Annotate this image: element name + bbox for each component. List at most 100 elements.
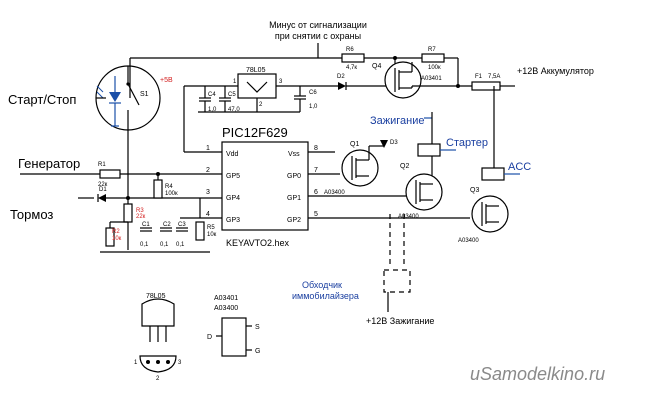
pin-8-name: Vss (288, 151, 300, 158)
mcu-name: PIC12F629 (222, 125, 288, 140)
accum-label: +12В Аккумулятор (517, 66, 594, 76)
pin-6-name: GP1 (287, 195, 301, 202)
q1-label: Q1 (350, 141, 359, 148)
legend-pin-g: G (255, 348, 260, 355)
acc-label: ACC (508, 161, 531, 173)
legend-mos-title1: A03401 (214, 295, 238, 302)
pin-2-name: GP5 (226, 173, 240, 180)
resistor-r6 (341, 53, 365, 63)
pin-7-name: GP0 (287, 173, 301, 180)
pin-8-num: 8 (314, 145, 318, 152)
plus5-label: +5В (160, 77, 173, 84)
legend-pin3: 3 (178, 360, 182, 366)
junction-q4-f1 (456, 84, 460, 88)
r7-label: R7 (428, 47, 436, 53)
legend-pin-s: S (255, 324, 260, 331)
c6-value: 1,0 (309, 104, 318, 110)
reg-package-body (141, 298, 175, 327)
mcu-firmware: KEYAVTO2.hex (226, 238, 290, 248)
mosfet-q3 (471, 195, 509, 233)
minus-label-line1: Минус от сигнализации (269, 20, 367, 30)
fuse-f1 (471, 81, 501, 91)
c6-label: C6 (309, 90, 317, 96)
resistor-r3 (123, 203, 133, 223)
legend-pin-d: D (207, 334, 212, 341)
s1-pivot (126, 82, 130, 86)
ign12-label: +12В Зажигание (366, 316, 434, 326)
pin-1-name: Vdd (226, 151, 239, 158)
legend-pin2: 2 (156, 376, 160, 382)
d2-label: D2 (337, 74, 345, 80)
r4-value: 100к (165, 191, 178, 197)
r3-label: R3 (136, 208, 144, 214)
q4-value: A03401 (421, 76, 442, 82)
r6-value: 4,7к (346, 65, 357, 71)
generator-label: Генератор (18, 156, 80, 171)
starter-label: Стартер (446, 137, 488, 149)
pin-6-num: 6 (314, 189, 318, 196)
c2-value: 0,1 (160, 242, 169, 248)
resistor-r2 (105, 227, 115, 247)
bypass-label-line1: Обходчик (302, 280, 342, 290)
ignition-label: Зажигание (370, 115, 425, 127)
mosfet-q2 (405, 173, 443, 211)
r2-value: 10к (112, 236, 122, 242)
bypass-box (383, 269, 411, 293)
r6-label: R6 (346, 47, 354, 53)
legend-reg-title: 78L05 (146, 293, 166, 300)
r2-label: R2 (112, 229, 120, 235)
f1-label: F1 (475, 74, 483, 80)
resistor-r7 (421, 53, 445, 63)
mosfet-package (221, 317, 247, 357)
regulator-78l05 (237, 73, 277, 99)
mcu-right-pins: 8 Vss 7 GP0 6 GP1 5 GP2 (287, 145, 318, 224)
pin-4-name: GP3 (226, 217, 240, 224)
reg-pin1: 1 (233, 79, 237, 85)
s1-label: S1 (140, 91, 149, 98)
brake-label: Тормоз (10, 207, 53, 222)
q4-label: Q4 (372, 63, 381, 70)
led-ray-1 (96, 85, 104, 93)
reg-pin3: 3 (279, 79, 283, 85)
mcu-left-pins: 1 Vdd 2 GP5 3 GP4 4 GP3 (206, 145, 240, 224)
r5-value: 10к (207, 232, 217, 238)
diode-d3 (380, 140, 388, 148)
r4-label: R4 (165, 184, 173, 190)
c4-value: 1,0 (208, 107, 217, 113)
minus-label-line2: при снятии с охраны (275, 31, 361, 41)
r1-label: R1 (98, 162, 106, 168)
d3-label: D3 (390, 140, 398, 146)
led-icon (109, 92, 121, 102)
pin-5-num: 5 (314, 211, 318, 218)
pin-5-name: GP2 (287, 217, 301, 224)
f1-value: 7,5A (488, 74, 500, 80)
s1-contact (127, 83, 140, 106)
c3-label: C3 (178, 222, 186, 228)
q1-value: A03400 (324, 190, 345, 196)
q3-label: Q3 (470, 187, 479, 194)
pin-7-num: 7 (314, 167, 318, 174)
mosfet-q1 (341, 149, 379, 187)
reg-label: 78L05 (246, 67, 266, 74)
pin-2-num: 2 (206, 167, 210, 174)
q2-value: A03400 (398, 214, 419, 220)
c3-value: 0,1 (176, 242, 185, 248)
watermark: uSamodelkino.ru (470, 364, 605, 384)
reg-pin2: 2 (259, 102, 263, 108)
reg-pad-3 (166, 360, 170, 364)
c5-label: C5 (228, 92, 236, 98)
c2-label: C2 (163, 222, 171, 228)
mcu-pic12f629 (221, 141, 309, 231)
junction-s1-gp4 (126, 196, 130, 200)
start-stop-label: Старт/Стоп (8, 92, 76, 107)
r7-value: 100к (428, 65, 441, 71)
q2-label: Q2 (400, 163, 409, 170)
pin-3-num: 3 (206, 189, 210, 196)
c5-value: 47,0 (228, 107, 240, 113)
diode-d2 (338, 82, 346, 90)
resistor-r5 (195, 221, 205, 241)
diode-d1 (98, 194, 106, 202)
c4-label: C4 (208, 92, 216, 98)
